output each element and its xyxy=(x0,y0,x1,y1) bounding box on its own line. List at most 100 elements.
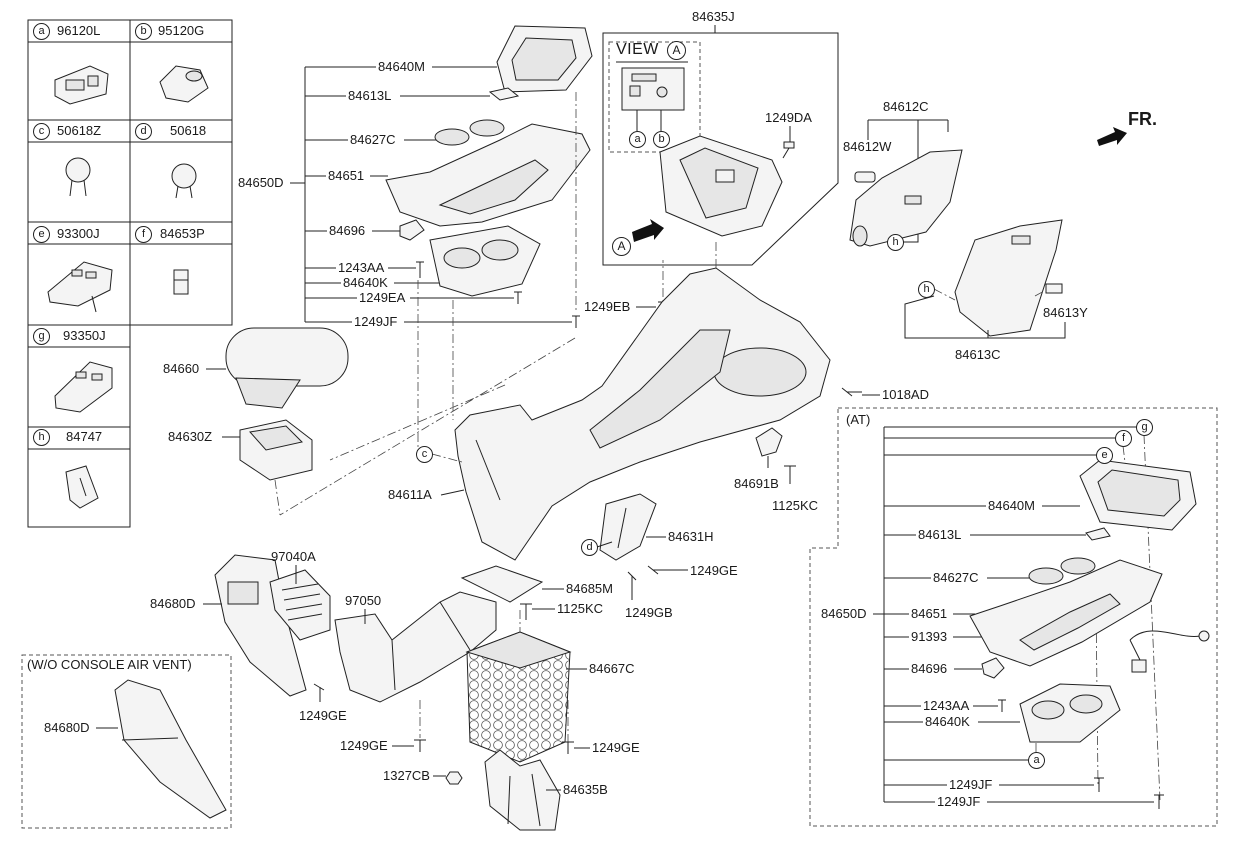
legend-part-g: 93350J xyxy=(63,328,106,343)
leader-line xyxy=(596,541,613,548)
screw-1125kc-body-label: 1125KC xyxy=(772,498,819,513)
screw-1249ge-right-label: 1249GE xyxy=(592,740,640,755)
at-ref-g: g xyxy=(1136,419,1153,436)
harness-end-drawing xyxy=(1198,630,1210,642)
bracket-84696-drawing xyxy=(399,219,425,241)
legend-clip-c-drawing xyxy=(65,157,91,197)
at-ref-f: f xyxy=(1115,430,1132,447)
trim-label: 84613L xyxy=(348,88,392,103)
storage-bin-label: 84667C xyxy=(589,661,635,676)
view-arrow-ref: A xyxy=(612,237,631,256)
screw-1249ge-body-label: 1249GE xyxy=(690,563,738,578)
view-title: VIEW xyxy=(616,41,659,58)
front-direction-label: FR. xyxy=(1128,109,1157,129)
at-bezel-label: 84640M xyxy=(988,498,1035,513)
console-ref-d: d xyxy=(581,539,598,556)
at-bracket-label: 84696 xyxy=(911,661,948,676)
screw-1249ge-right-drawing xyxy=(562,741,590,754)
screw-1249ge-body-drawing xyxy=(647,565,688,575)
bracket-84696-label: 84696 xyxy=(329,223,366,238)
at-screw-jf-lower-label: 1249JF xyxy=(937,794,981,809)
legend-ref-a: a xyxy=(33,23,50,40)
screw-1249ea-label: 1249EA xyxy=(359,290,406,305)
at-trim-drawing xyxy=(1085,527,1111,541)
screw-1249eb-label: 1249EB xyxy=(584,299,631,314)
pad-label: 84685M xyxy=(566,581,613,596)
leader-line xyxy=(867,119,949,243)
construction-line xyxy=(419,610,569,742)
clip-label: 84613Y xyxy=(1043,305,1088,320)
at-harness-label: 91393 xyxy=(911,629,948,644)
cup-holder-label: 84640K xyxy=(343,275,388,290)
plug-label: 84612W xyxy=(843,139,892,154)
legend-connector-b-drawing xyxy=(159,65,209,103)
legend-clip-h-drawing xyxy=(65,465,99,509)
without-vent-title: (W/O CONSOLE AIR VENT) xyxy=(27,657,192,672)
legend-ref-g: g xyxy=(33,328,50,345)
console-upper-cover-drawing xyxy=(385,119,591,227)
wiring-harness-drawing xyxy=(1129,630,1201,661)
at-leaders xyxy=(873,426,1154,803)
at-cover-label: 84651 xyxy=(911,606,948,621)
screw-icon xyxy=(572,315,580,328)
air-vent-97040a-drawing xyxy=(269,569,331,641)
legend-part-c: 50618Z xyxy=(57,123,102,138)
screw-icon xyxy=(514,291,522,304)
legend-switch-a-drawing xyxy=(54,65,109,105)
legend-part-f: 84653P xyxy=(160,226,205,241)
nut-1327cb-drawing xyxy=(433,771,463,785)
at-upper-cover-drawing xyxy=(969,559,1163,667)
legend-table-lower-frame xyxy=(27,324,131,528)
at-screw-jf-lower-drawing xyxy=(1154,794,1164,809)
at-cup-mat-drawing xyxy=(1028,557,1096,585)
legend-ref-b: b xyxy=(135,23,152,40)
view-a-frame xyxy=(608,41,701,153)
screw-1125kc-rear-label: 1125KC xyxy=(557,601,604,616)
legend-ref-d: d xyxy=(135,123,152,140)
construction-line xyxy=(279,92,717,516)
console-body-label: 84611A xyxy=(388,487,432,502)
screw-icon xyxy=(416,261,424,278)
view-ref-a: a xyxy=(629,131,646,148)
legend-part-a: 96120L xyxy=(57,23,101,38)
legend-part-e: 93300J xyxy=(57,226,100,241)
bracket-84631h-label: 84631H xyxy=(668,529,714,544)
construction-line xyxy=(274,453,463,516)
armrest-84660-drawing xyxy=(225,327,349,409)
bin-84630z-drawing xyxy=(239,419,313,481)
armrest-label: 84660 xyxy=(163,361,200,376)
pad-84685m-drawing xyxy=(460,565,544,603)
screw-1249ge-duct-label: 1249GE xyxy=(299,708,347,723)
upper-assembly-label: 84650D xyxy=(238,175,284,190)
view-ref-b: b xyxy=(653,131,670,148)
at-assembly-label: 84650D xyxy=(821,606,867,621)
upper-cover-label: 84651 xyxy=(328,168,365,183)
side-panel-ref-h-lower: h xyxy=(918,281,935,298)
storage-bin-84667c-drawing xyxy=(465,631,572,763)
air-duct-label: 97050 xyxy=(345,593,382,608)
screw-1249jf-label: 1249JF xyxy=(354,314,398,329)
shift-bezel-84640m-drawing xyxy=(496,25,593,93)
side-panel-ref-h-upper: h xyxy=(887,234,904,251)
legend-clip-f-drawing xyxy=(173,269,189,295)
at-cup-holder-label: 84640K xyxy=(925,714,970,729)
harness-connector-drawing xyxy=(1131,659,1147,673)
screw-1018ad-drawing xyxy=(841,387,862,397)
at-screw-jf-upper-label: 1249JF xyxy=(949,777,993,792)
at-screw-aa-drawing xyxy=(998,699,1006,712)
without-vent-frame xyxy=(21,654,232,829)
legend-switch-g-drawing xyxy=(54,361,113,413)
legend-part-d: 50618 xyxy=(170,123,207,138)
side-panel-assembly-label: 84612C xyxy=(883,99,929,114)
at-cup-mat-label: 84627C xyxy=(933,570,979,585)
at-screw-jf-upper-drawing xyxy=(1094,777,1104,792)
legend-ref-f: f xyxy=(135,226,152,243)
clip-84613y-drawing xyxy=(1045,283,1063,294)
at-screw-1243aa-label: 1243AA xyxy=(923,698,970,713)
console-box-part-label: 84635J xyxy=(692,9,735,24)
rear-trim-without-vent-drawing xyxy=(114,679,227,819)
screw-1125kc-body-drawing xyxy=(784,465,796,484)
leader-line xyxy=(440,489,465,496)
at-section-frame xyxy=(809,407,1218,827)
